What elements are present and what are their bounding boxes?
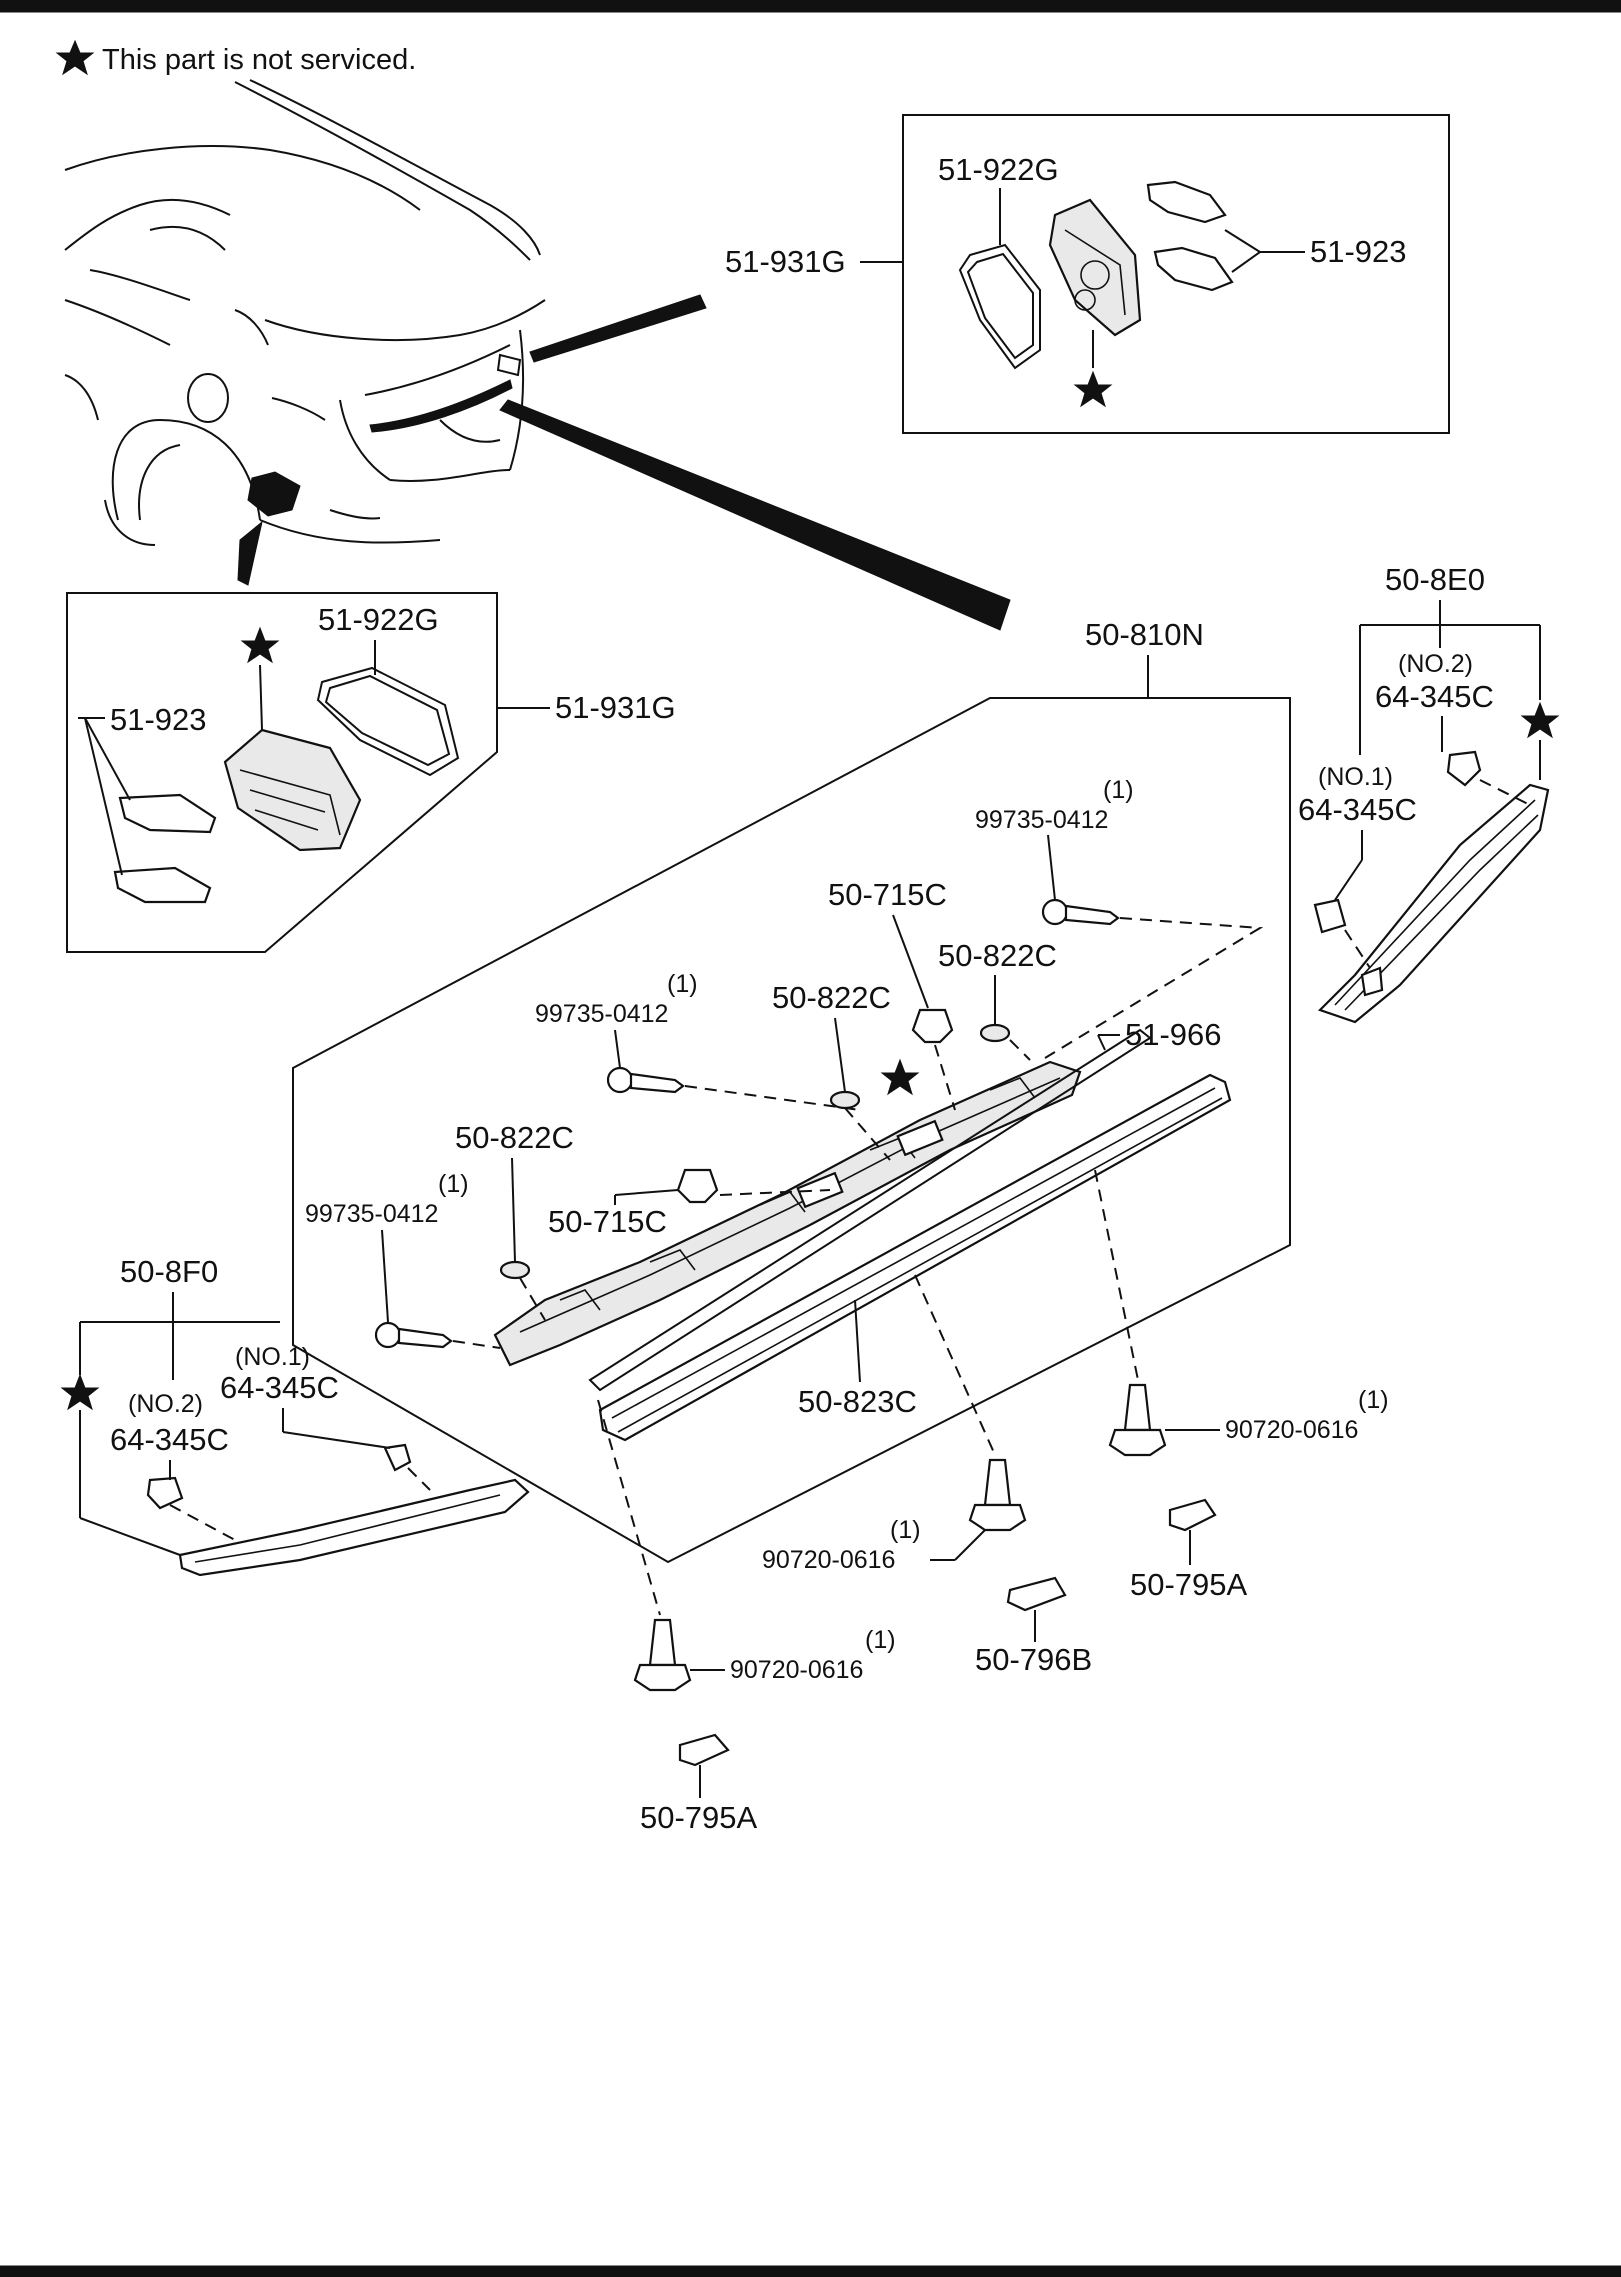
label-50-796B: 50-796B — [975, 1642, 1092, 1677]
star-icon — [240, 626, 280, 664]
lamp-cover-top — [1146, 180, 1234, 292]
spoiler-left-50-8F0 — [178, 1478, 530, 1577]
bottom-border — [0, 2265, 1621, 2277]
label-50-823C: 50-823C — [798, 1384, 917, 1419]
label-50-715C-b: 50-715C — [548, 1204, 667, 1239]
label-50-822C-b: 50-822C — [772, 980, 891, 1015]
bolt-90720-c — [633, 1618, 692, 1692]
star-icon — [880, 1058, 920, 1096]
label-qty-99735-a: (1) — [1103, 776, 1134, 804]
label-50-822C-a: 50-822C — [938, 938, 1057, 973]
label-no2-left: (NO.2) — [128, 1390, 203, 1418]
label-50-795A-a: 50-795A — [1130, 1567, 1248, 1602]
screw-99735-b — [606, 1066, 685, 1094]
label-99735-b: 99735-0412 — [535, 1000, 668, 1028]
label-50-795A-b: 50-795A — [640, 1800, 758, 1835]
label-no2-right: (NO.2) — [1398, 650, 1473, 678]
clip-64-345C-right-no2 — [1446, 750, 1482, 787]
spoiler-right-50-8E0 — [1317, 783, 1550, 1024]
washer-50-822C-b — [829, 1090, 861, 1110]
inset-box-left-lamp — [66, 592, 498, 953]
label-no1-left: (NO.1) — [235, 1343, 310, 1371]
star-icon — [1520, 701, 1560, 739]
screw-99735-c — [374, 1321, 453, 1349]
label-qty-90720-c: (1) — [865, 1626, 896, 1654]
label-50-8E0: 50-8E0 — [1385, 562, 1485, 597]
label-qty-90720-b: (1) — [890, 1516, 921, 1544]
label-50-8F0: 50-8F0 — [120, 1254, 218, 1289]
label-50-810N: 50-810N — [1085, 617, 1204, 652]
lamp-gasket-left — [316, 666, 460, 777]
bolt-90720-b — [968, 1458, 1027, 1532]
label-qty-90720-a: (1) — [1358, 1386, 1389, 1414]
bolt-90720-a — [1108, 1383, 1167, 1457]
label-99735-a: 99735-0412 — [975, 806, 1108, 834]
label-50-715C-a: 50-715C — [828, 877, 947, 912]
label-qty-99735-b: (1) — [667, 970, 698, 998]
legend-note: This part is not serviced. — [102, 44, 416, 76]
label-qty-99735-c: (1) — [438, 1170, 469, 1198]
star-icon — [60, 1373, 100, 1411]
top-border — [0, 0, 1621, 13]
assembly-box-50-810N — [292, 697, 1291, 1564]
label-90720-c: 90720-0616 — [730, 1656, 863, 1684]
label-51-931G-left: 51-931G — [555, 690, 676, 725]
clip-50-795A-a — [1168, 1498, 1217, 1532]
label-51-922G-left: 51-922G — [318, 602, 439, 637]
clip-50-795A-b — [678, 1733, 730, 1767]
clip-50-715C-a — [911, 1008, 954, 1044]
label-51-923-left: 51-923 — [110, 702, 207, 737]
label-90720-b: 90720-0616 — [762, 1546, 895, 1574]
label-51-922G-top: 51-922G — [938, 152, 1059, 187]
washer-50-822C-c — [499, 1260, 531, 1280]
label-51-923-top: 51-923 — [1310, 234, 1407, 269]
label-99735-c: 99735-0412 — [305, 1200, 438, 1228]
clip-50-796B — [1006, 1576, 1067, 1612]
clip-64-345C-left-no1 — [383, 1443, 412, 1472]
screw-99735-a — [1041, 898, 1120, 926]
label-51-966: 51-966 — [1125, 1017, 1222, 1052]
lamp-housing-top — [1048, 198, 1142, 337]
inset-box-right-lamp — [902, 114, 1450, 434]
lamp-housing-left — [223, 728, 362, 852]
label-64-345C-left1: 64-345C — [220, 1370, 339, 1405]
star-icon — [55, 39, 95, 76]
rear-garnish-50-823C — [598, 1073, 1232, 1442]
vehicle-rear-illustration — [64, 79, 1011, 631]
star-icon — [1073, 370, 1113, 408]
washer-50-822C-a — [979, 1023, 1011, 1043]
garnish-seal-strip — [588, 1028, 1152, 1392]
label-no1-right: (NO.1) — [1318, 763, 1393, 791]
label-64-345C-right2: 64-345C — [1375, 679, 1494, 714]
label-64-345C-right1: 64-345C — [1298, 792, 1417, 827]
label-50-822C-c: 50-822C — [455, 1120, 574, 1155]
clip-50-715C-b — [676, 1168, 719, 1204]
label-90720-a: 90720-0616 — [1225, 1416, 1358, 1444]
label-64-345C-left2: 64-345C — [110, 1422, 229, 1457]
lamp-gasket-top — [958, 243, 1041, 370]
clip-64-345C-left-no2 — [146, 1476, 184, 1510]
lamp-cover-left — [113, 793, 217, 904]
clip-64-345C-right-no1 — [1313, 898, 1347, 934]
label-51-931G-top: 51-931G — [725, 244, 846, 279]
